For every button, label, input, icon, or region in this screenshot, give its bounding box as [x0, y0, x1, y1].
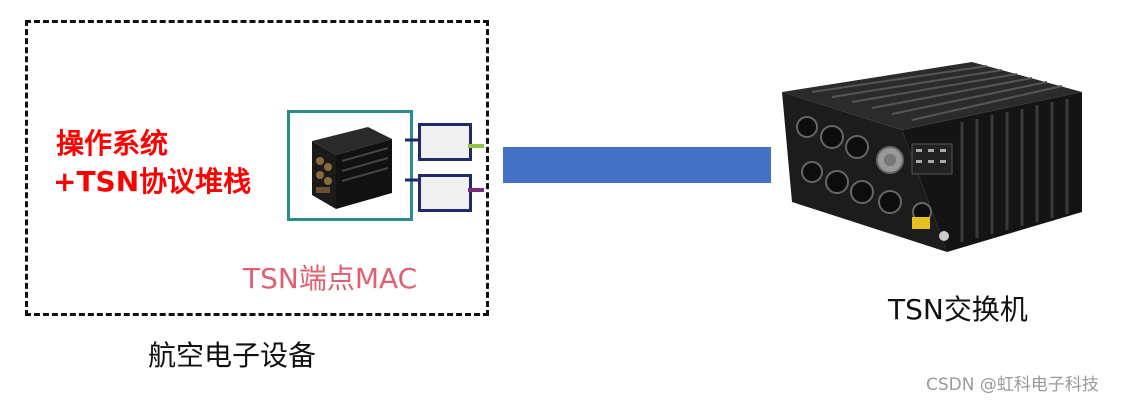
os-label: 操作系统	[56, 127, 169, 160]
avionics-module-icon	[312, 127, 392, 209]
tsn-endpoint-mac-label: TSN端点MAC	[243, 262, 418, 295]
tsn-switch-label: TSN交换机	[888, 293, 1028, 326]
ethernet-port-1	[418, 123, 472, 161]
ethernet-port-2	[418, 174, 472, 212]
watermark: CSDN @虹科电子科技	[926, 375, 1099, 395]
port-signal-leads	[468, 144, 484, 192]
avionics-device-label: 航空电子设备	[148, 339, 317, 372]
network-link	[503, 147, 771, 183]
avionics-device-box	[25, 20, 489, 316]
tsn-stack-label: +TSN协议堆栈	[53, 165, 252, 198]
module-port-leads	[405, 138, 419, 182]
tsn-switch-icon	[782, 62, 1082, 252]
avionics-module-image	[287, 110, 413, 221]
